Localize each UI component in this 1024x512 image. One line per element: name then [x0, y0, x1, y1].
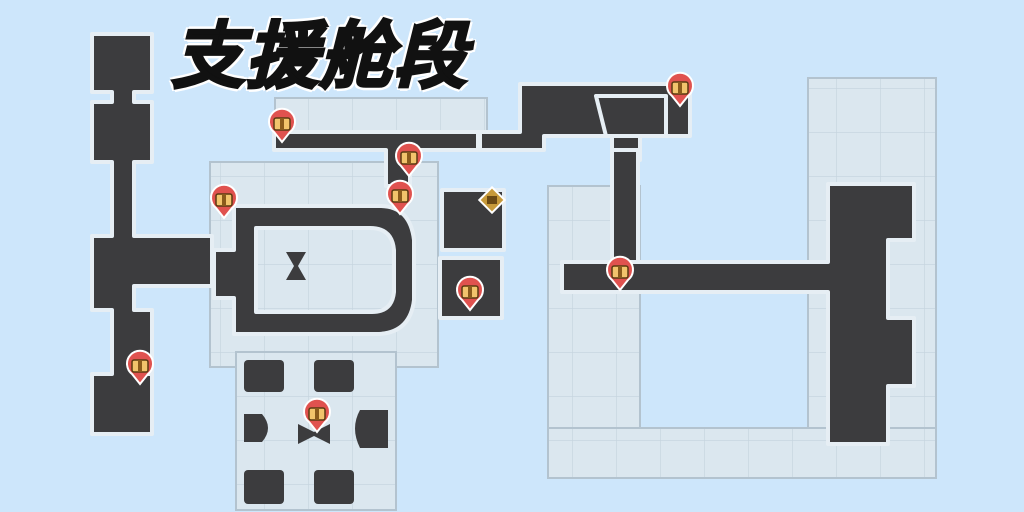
- map-title: 支援舱段: [170, 13, 469, 100]
- treasure-chest-icon[interactable]: [666, 71, 694, 108]
- treasure-chest-icon[interactable]: [456, 275, 484, 312]
- symbol-bowtie: [298, 424, 330, 444]
- corridor-central-loop: [212, 204, 416, 336]
- corridor-ne-chamber: [594, 94, 668, 138]
- block-sw-top: [244, 360, 284, 392]
- block-sw-bottom: [244, 470, 284, 504]
- treasure-chest-icon[interactable]: [303, 397, 331, 434]
- treasure-chest-icon[interactable]: [395, 141, 423, 178]
- corridor-east-main: [560, 182, 916, 446]
- treasure-markers[interactable]: [126, 71, 694, 434]
- block-se-bottom: [314, 470, 354, 504]
- treasure-chest-icon[interactable]: [268, 107, 296, 144]
- treasure-chest-icon[interactable]: [606, 255, 634, 292]
- treasure-chest-icon[interactable]: [126, 349, 154, 386]
- corridors: [90, 32, 916, 446]
- block-w-mid: [244, 414, 268, 442]
- golden-chest-icon[interactable]: [477, 185, 507, 215]
- symbol-hourglass: [286, 252, 306, 280]
- south-hall-blocks: [244, 252, 388, 504]
- treasure-chest-icon[interactable]: [210, 183, 238, 220]
- corridor-east-vertical: [610, 148, 640, 264]
- block-e-mid: [355, 410, 388, 448]
- treasure-chest-icon[interactable]: [386, 179, 414, 216]
- block-se-top: [314, 360, 354, 392]
